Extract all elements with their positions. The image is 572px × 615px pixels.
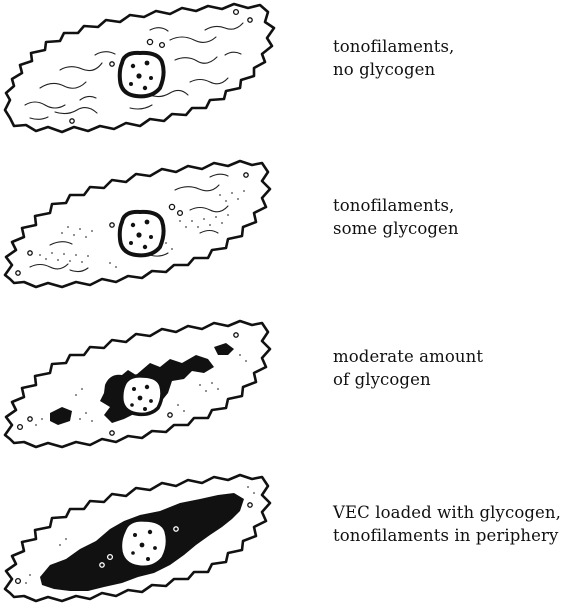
cell-drawing-loaded-glycogen <box>0 465 290 615</box>
panel-some-glycogen: tonofilaments, some glycogen <box>0 155 572 305</box>
label-line-1: VEC loaded with glycogen, <box>333 501 561 524</box>
nucleus <box>122 376 162 414</box>
label-line-1: tonofilaments, <box>333 194 459 217</box>
cell-drawing-some-glycogen <box>0 155 290 305</box>
label-line-1: tonofilaments, <box>333 35 454 58</box>
label-some-glycogen: tonofilaments, some glycogen <box>333 194 459 240</box>
nucleus <box>120 212 164 255</box>
glycogen-deposit <box>214 343 234 355</box>
label-loaded-glycogen: VEC loaded with glycogen, tonofilaments … <box>333 501 561 547</box>
label-line-2: no glycogen <box>333 58 454 81</box>
cell-drawing-moderate-glycogen <box>0 315 290 465</box>
label-line-2: of glycogen <box>333 368 483 391</box>
label-moderate-glycogen: moderate amount of glycogen <box>333 345 483 391</box>
label-line-2: tonofilaments in periphery <box>333 524 561 547</box>
panel-no-glycogen: tonofilaments, no glycogen <box>0 0 572 150</box>
label-line-2: some glycogen <box>333 217 459 240</box>
nucleus <box>120 53 164 96</box>
panel-moderate-glycogen: moderate amount of glycogen <box>0 315 572 465</box>
label-no-glycogen: tonofilaments, no glycogen <box>333 35 454 81</box>
cell-drawing-no-glycogen <box>0 0 290 150</box>
glycogen-deposit <box>50 407 72 425</box>
label-line-1: moderate amount <box>333 345 483 368</box>
panel-loaded-glycogen: VEC loaded with glycogen, tonofilaments … <box>0 465 572 615</box>
